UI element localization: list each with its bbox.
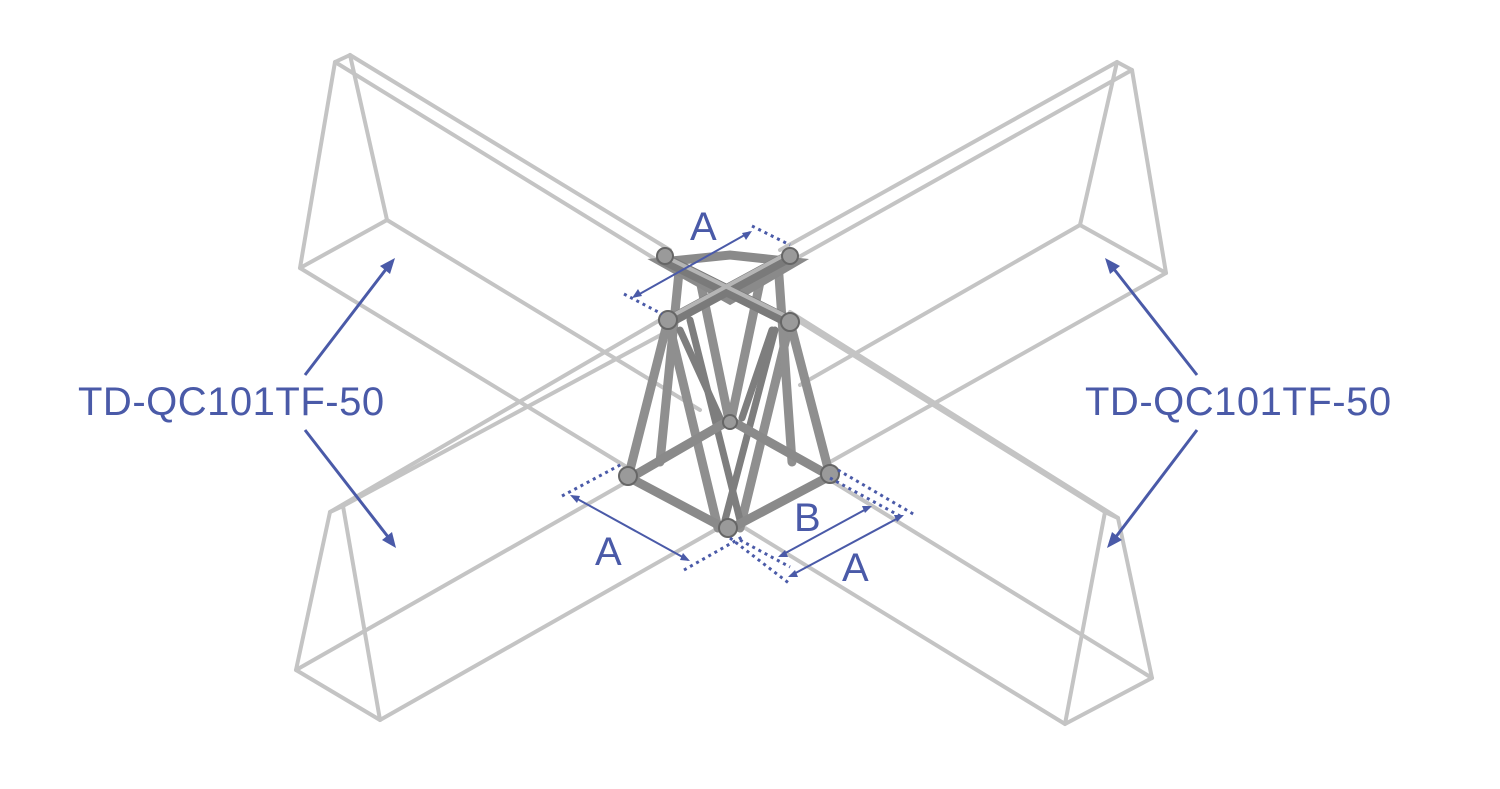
leader-arrows (303, 258, 1199, 548)
truss-outline (294, 53, 1168, 726)
dimension-a-top: A (690, 205, 717, 249)
dimension-b: B (794, 496, 821, 540)
dimension-lines (561, 224, 916, 586)
truss-tower (618, 247, 840, 538)
arm-back-right-outline (778, 60, 1168, 464)
arm-front-right-outline (743, 310, 1154, 726)
arm-front-left-outline (294, 318, 717, 722)
model-label-right: TD-QC101TF-50 (1085, 380, 1392, 424)
arm-back-left-outline (298, 53, 702, 468)
model-label-left: TD-QC101TF-50 (78, 380, 385, 424)
dimension-a-left: A (595, 530, 622, 574)
dimension-a-right: A (842, 546, 869, 590)
